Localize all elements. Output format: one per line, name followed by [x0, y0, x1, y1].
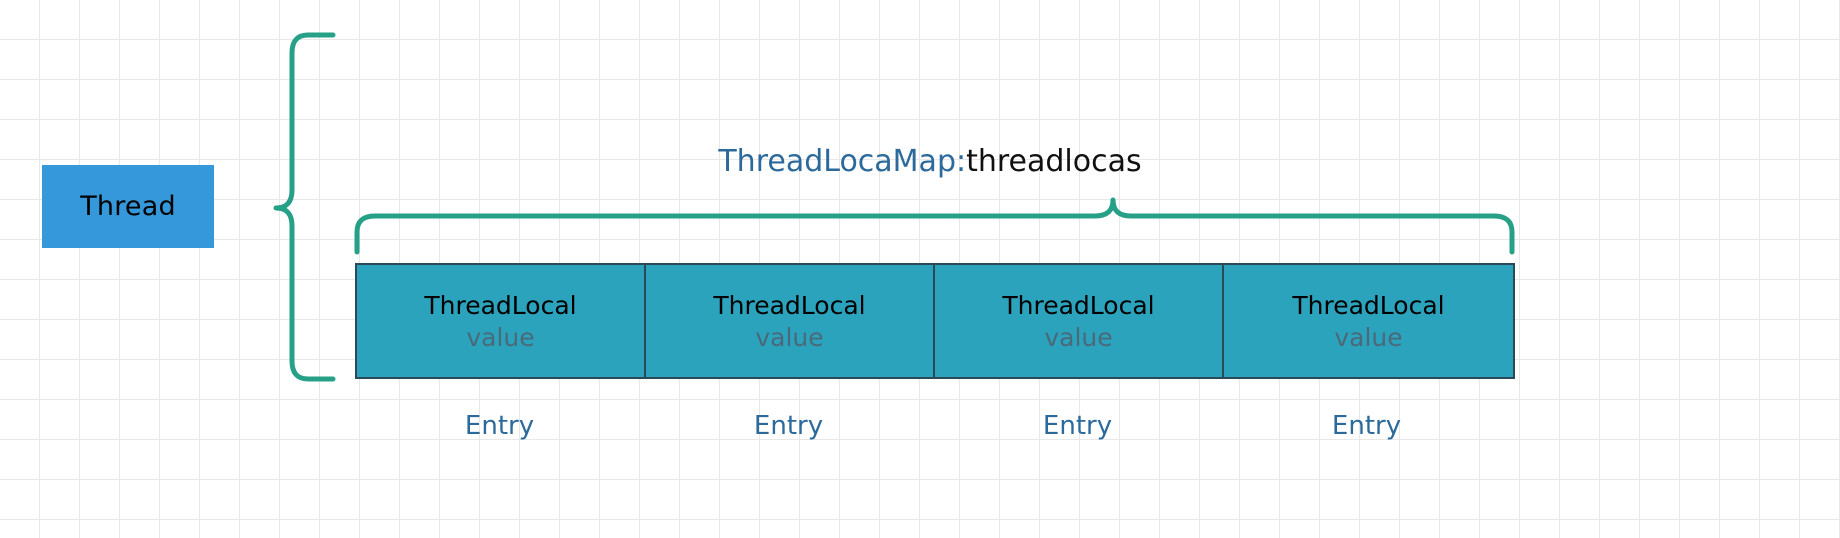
entry-value: value	[466, 323, 535, 352]
entry-key: ThreadLocal	[424, 291, 577, 320]
map-title: ThreadLocaMap:threadlocas	[620, 142, 1240, 182]
entry-caption: Entry	[1331, 411, 1402, 441]
entry-value: value	[1044, 323, 1113, 352]
entry-captions: Entry Entry Entry Entry	[355, 403, 1511, 449]
entry-value: value	[755, 323, 824, 352]
entry-cell: ThreadLocal value	[357, 265, 646, 377]
left-curly-brace	[273, 32, 336, 382]
top-curly-brace	[354, 197, 1515, 255]
thread-box: Thread	[42, 165, 214, 248]
map-title-type: ThreadLocaMap:	[718, 144, 967, 179]
entry-value: value	[1334, 323, 1403, 352]
entry-key: ThreadLocal	[1292, 291, 1445, 320]
entry-caption: Entry	[1042, 411, 1113, 441]
map-title-field: threadlocas	[966, 144, 1142, 179]
entry-cell: ThreadLocal value	[646, 265, 935, 377]
thread-box-label: Thread	[80, 191, 176, 222]
entry-cell: ThreadLocal value	[1224, 265, 1513, 377]
entry-caption: Entry	[464, 411, 535, 441]
entry-cell: ThreadLocal value	[935, 265, 1224, 377]
entry-key: ThreadLocal	[713, 291, 866, 320]
entry-key: ThreadLocal	[1002, 291, 1155, 320]
entry-caption: Entry	[753, 411, 824, 441]
entry-table: ThreadLocal value ThreadLocal value Thre…	[355, 263, 1515, 379]
